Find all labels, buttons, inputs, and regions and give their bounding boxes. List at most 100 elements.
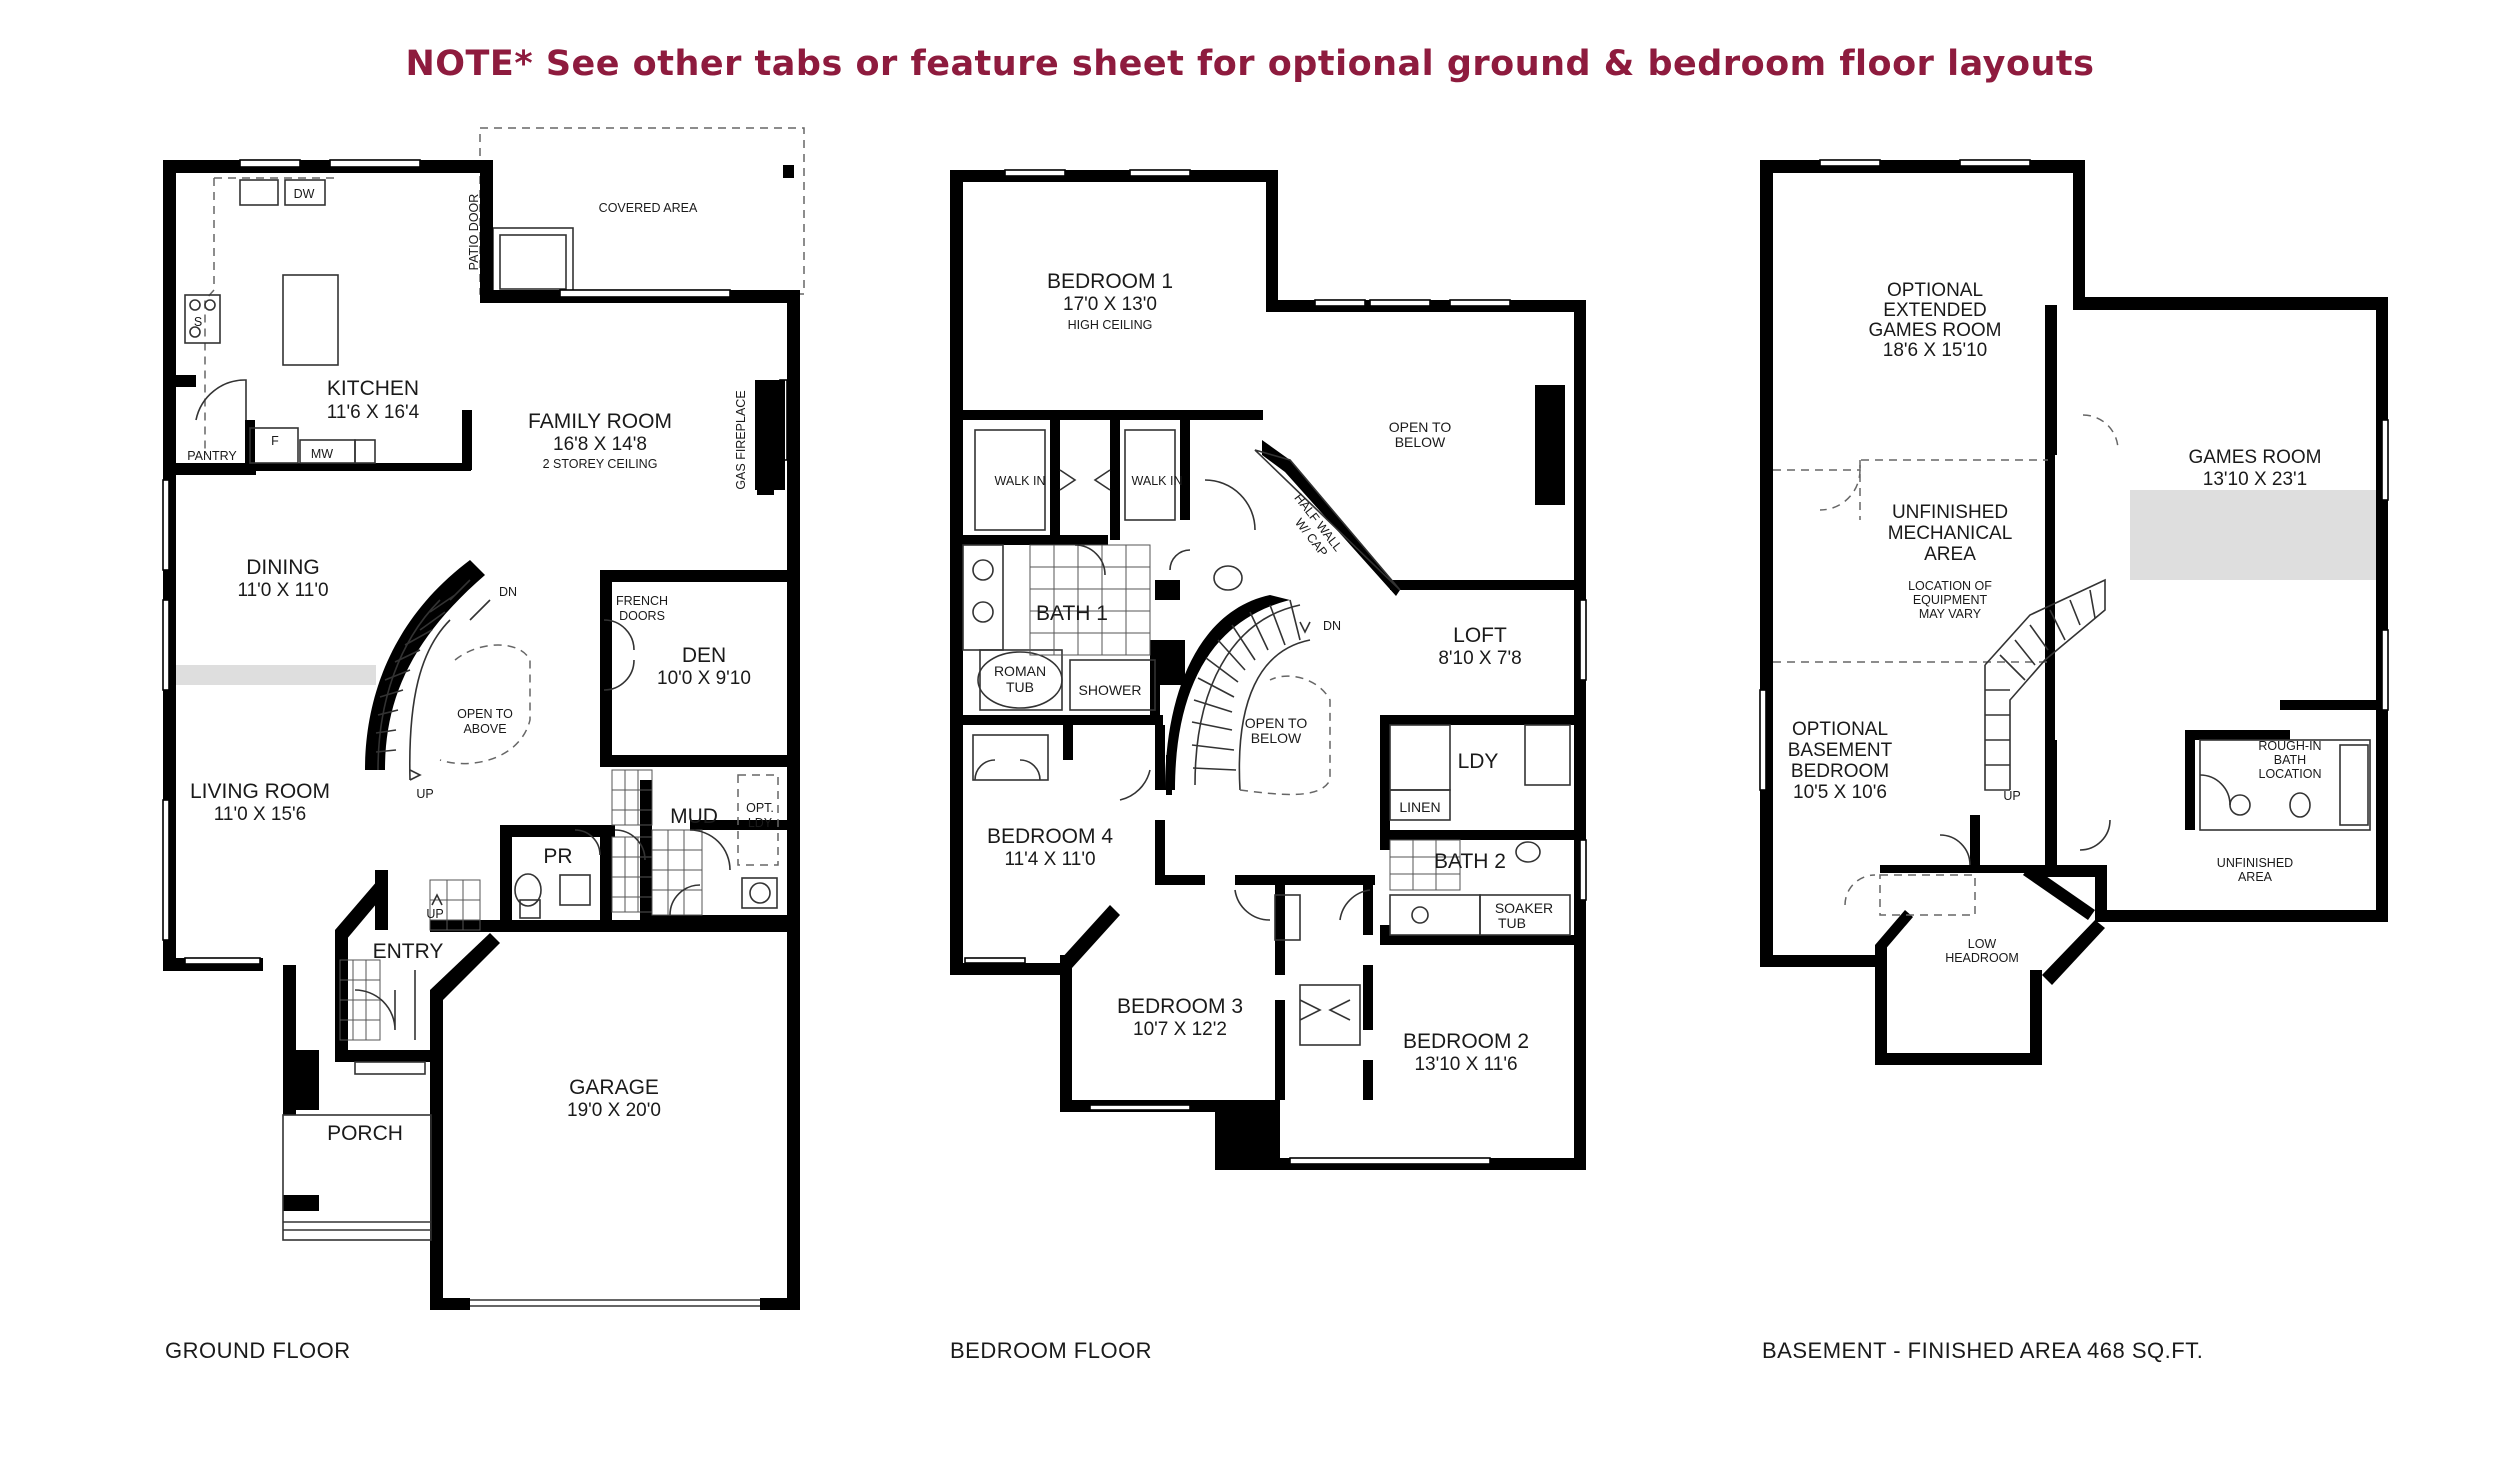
label-rough-in: ROUGH-IN bbox=[2258, 739, 2321, 753]
label-rough-in-location: LOCATION bbox=[2259, 767, 2322, 781]
label-bedroom-4: BEDROOM 4 bbox=[987, 825, 1113, 848]
label-dining-dim: 11'0 X 11'0 bbox=[237, 580, 328, 601]
label-open-to: OPEN TO bbox=[457, 707, 513, 721]
label-pr: PR bbox=[543, 845, 572, 868]
bath2-tiles bbox=[1389, 839, 1461, 891]
label-entry-up: UP bbox=[426, 907, 443, 921]
label-roman-tub: TUB bbox=[1006, 679, 1034, 695]
label-bath-2: BATH 2 bbox=[1434, 850, 1506, 873]
label-sink: S bbox=[194, 315, 202, 329]
label-mud: MUD bbox=[670, 805, 718, 828]
label-equipment: EQUIPMENT bbox=[1913, 593, 1988, 607]
label-bedroom-2-dim: 13'10 X 11'6 bbox=[1414, 1054, 1517, 1075]
label-garage: GARAGE bbox=[569, 1076, 659, 1099]
label-ext-games-room: GAMES ROOM bbox=[1868, 320, 2001, 341]
label-loft: LOFT bbox=[1453, 624, 1507, 647]
label-dw: DW bbox=[294, 187, 315, 201]
label-mw: MW bbox=[311, 447, 333, 461]
label-patio-door: PATIO DOOR bbox=[467, 194, 481, 271]
label-kitchen-dim: 11'6 X 16'4 bbox=[327, 402, 420, 423]
label-may-vary: MAY VARY bbox=[1919, 607, 1982, 621]
label-mech-area: AREA bbox=[1924, 544, 1976, 565]
label-rough-in-bath: BATH bbox=[2274, 753, 2306, 767]
label-opt: OPT. bbox=[746, 801, 774, 815]
label-living-dim: 11'0 X 15'6 bbox=[214, 804, 306, 825]
label-basement-bedroom: BEDROOM bbox=[1791, 761, 1889, 782]
label-entry: ENTRY bbox=[373, 940, 444, 963]
label-bedroom-1: BEDROOM 1 bbox=[1047, 270, 1173, 293]
label-french: FRENCH bbox=[616, 594, 668, 608]
label-loft-dim: 8'10 X 7'8 bbox=[1438, 648, 1521, 669]
label-below: BELOW bbox=[1395, 434, 1446, 450]
label-kitchen: KITCHEN bbox=[327, 377, 419, 400]
label-unfinished-area: UNFINISHED bbox=[2217, 856, 2293, 870]
label-shower: SHOWER bbox=[1079, 682, 1142, 698]
label-stair-dn: DN bbox=[499, 585, 517, 599]
label-games-room: GAMES ROOM bbox=[2188, 447, 2321, 468]
label-unfinished-area-2: AREA bbox=[2238, 870, 2273, 884]
label-covered-area: COVERED AREA bbox=[599, 201, 698, 215]
label-basement-bedroom-dim: 10'5 X 10'6 bbox=[1793, 782, 1887, 803]
label-bath-1: BATH 1 bbox=[1036, 602, 1108, 625]
bedroom-stair bbox=[1165, 595, 1331, 796]
label-family-dim: 16'8 X 14'8 bbox=[553, 434, 647, 455]
label-mechanical: MECHANICAL bbox=[1888, 523, 2013, 544]
caption-basement: BASEMENT - FINISHED AREA 468 SQ.FT. bbox=[1762, 1338, 2203, 1363]
ground-floor-plan bbox=[162, 127, 805, 1310]
bedroom-floor-plan bbox=[950, 169, 1587, 1170]
label-bedroom-1-dim: 17'0 X 13'0 bbox=[1063, 294, 1157, 315]
label-den-dim: 10'0 X 9'10 bbox=[657, 668, 751, 689]
label-living-room: LIVING ROOM bbox=[190, 780, 330, 803]
label-extended: EXTENDED bbox=[1883, 300, 1986, 321]
label-fridge: F bbox=[271, 434, 279, 448]
label-games-dim: 13'10 X 23'1 bbox=[2203, 469, 2307, 490]
label-garage-dim: 19'0 X 20'0 bbox=[567, 1100, 661, 1121]
bath1-tiles bbox=[1029, 544, 1151, 656]
label-basement-up: UP bbox=[2003, 789, 2020, 803]
label-basement: BASEMENT bbox=[1788, 740, 1893, 761]
label-walk-in-1: WALK IN bbox=[995, 474, 1046, 488]
label-family-note: 2 STOREY CEILING bbox=[543, 457, 658, 471]
label-high-ceiling: HIGH CEILING bbox=[1068, 318, 1153, 332]
label-den: DEN bbox=[682, 644, 726, 667]
mud-tile-area bbox=[339, 769, 703, 1041]
label-headroom: HEADROOM bbox=[1945, 951, 2019, 965]
label-doors: DOORS bbox=[619, 609, 665, 623]
basement-plan bbox=[1759, 159, 2389, 1065]
label-gas-fireplace: GAS FIREPLACE bbox=[734, 390, 748, 489]
label-bedroom-3: BEDROOM 3 bbox=[1117, 995, 1243, 1018]
label-ext-games-dim: 18'6 X 15'10 bbox=[1883, 340, 1987, 361]
label-soaker: SOAKER bbox=[1495, 900, 1553, 916]
label-pantry: PANTRY bbox=[187, 449, 237, 463]
label-stair-up: UP bbox=[416, 787, 433, 801]
label-roman: ROMAN bbox=[994, 663, 1046, 679]
kitchen-island bbox=[282, 274, 339, 366]
label-opt-ldy: LDY bbox=[748, 816, 773, 830]
note-heading: NOTE* See other tabs or feature sheet fo… bbox=[405, 44, 2095, 84]
label-walk-in-2: WALK IN bbox=[1132, 474, 1183, 488]
label-open-to-below-2: OPEN TO bbox=[1245, 715, 1308, 731]
wall bbox=[163, 160, 485, 173]
basement-stair bbox=[1984, 578, 2106, 791]
label-soaker-tub: TUB bbox=[1498, 915, 1526, 931]
label-bedroom-dn: DN bbox=[1323, 619, 1341, 633]
label-bedroom-4-dim: 11'4 X 11'0 bbox=[1004, 849, 1095, 870]
label-optional-1: OPTIONAL bbox=[1887, 280, 1983, 301]
gas-fireplace bbox=[755, 380, 785, 490]
label-family-room: FAMILY ROOM bbox=[528, 410, 672, 433]
label-below-2: BELOW bbox=[1251, 730, 1302, 746]
label-optional-2: OPTIONAL bbox=[1792, 719, 1888, 740]
spiral-stair bbox=[365, 560, 531, 781]
label-above: ABOVE bbox=[463, 722, 506, 736]
label-bedroom-2: BEDROOM 2 bbox=[1403, 1030, 1529, 1053]
label-ldy: LDY bbox=[1458, 750, 1499, 773]
label-location-of: LOCATION OF bbox=[1908, 579, 1992, 593]
caption-bedroom-floor: BEDROOM FLOOR bbox=[950, 1338, 1152, 1363]
label-porch: PORCH bbox=[327, 1122, 403, 1145]
label-linen: LINEN bbox=[1399, 799, 1440, 815]
label-unfinished: UNFINISHED bbox=[1892, 502, 2008, 523]
caption-ground-floor: GROUND FLOOR bbox=[165, 1338, 351, 1363]
label-low: LOW bbox=[1968, 937, 1997, 951]
label-open-to-below: OPEN TO bbox=[1389, 419, 1452, 435]
